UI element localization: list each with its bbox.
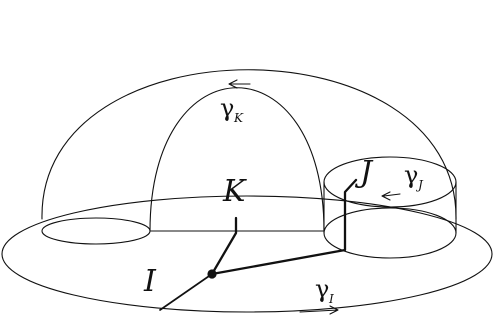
label-i: I	[143, 264, 157, 299]
label-gamma-j-subscript: J	[415, 178, 424, 192]
edge-to-i	[159, 273, 213, 311]
edge-to-k	[210, 216, 238, 276]
label-gamma-i-subscript: I	[328, 292, 334, 306]
outer-dome-arc	[41, 69, 457, 220]
gamma-k-arrow	[228, 79, 251, 89]
gamma-j-arrow	[381, 191, 401, 201]
central-vertex	[207, 269, 217, 279]
base-disk-outline	[1, 195, 493, 313]
label-gamma-k: γ	[220, 94, 234, 122]
edge-to-j	[210, 178, 358, 276]
label-k: K	[222, 174, 247, 209]
left-foot-ellipse	[41, 217, 151, 245]
gamma-i-arrow	[299, 305, 339, 315]
label-gamma-j: γ	[404, 161, 418, 189]
cylinder-bottom-ellipse	[323, 207, 457, 259]
label-gamma-i: γ	[315, 275, 329, 303]
inner-hole-arc	[149, 87, 325, 232]
label-gamma-k-subscript: K	[233, 111, 244, 125]
